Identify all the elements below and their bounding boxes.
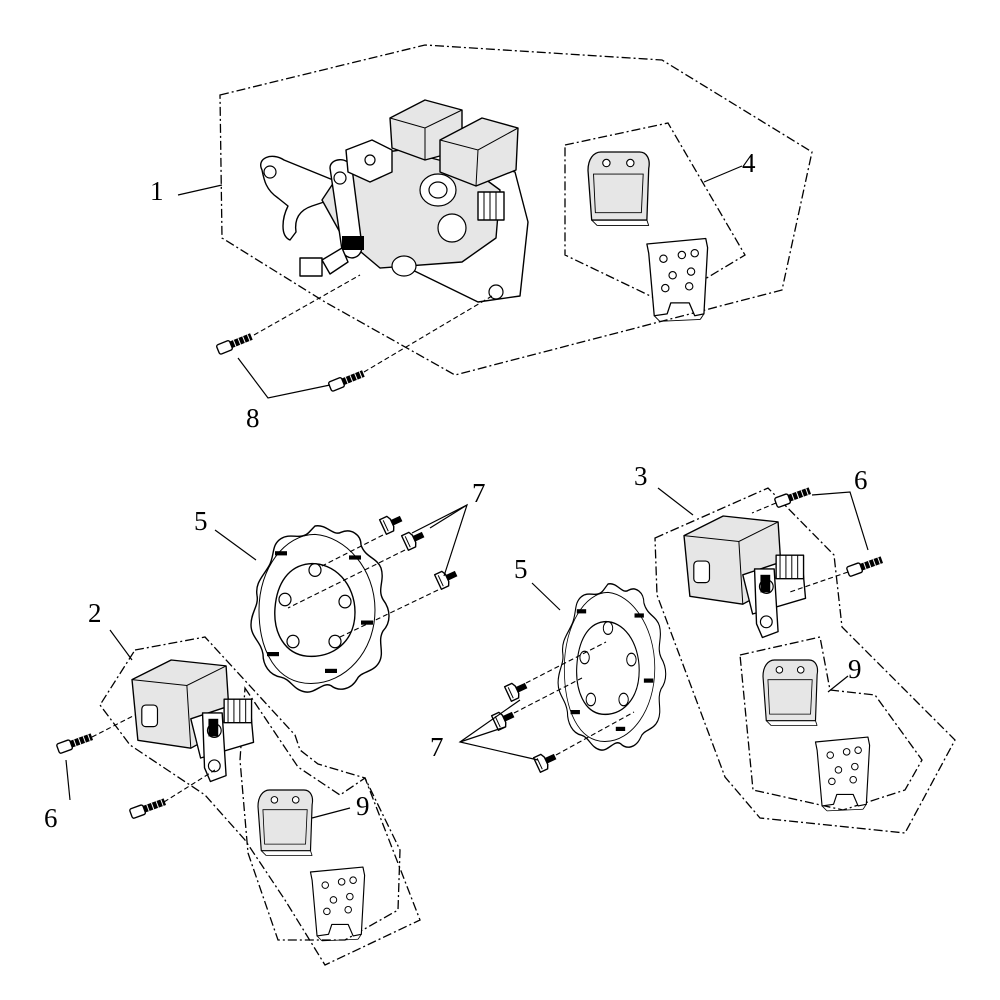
main-caliper [260,99,529,303]
group-boundary-main-caliper [219,44,813,376]
screw-7-left-guide-3 [337,589,439,639]
bolt-6-right-upper [773,485,813,509]
bolt-6-left-upper-guide [91,714,136,738]
leader-7-lower-b [459,726,506,743]
callout-6-right: 6 [854,465,868,495]
screw-7-right-guide-1 [525,641,607,684]
leader-8 [237,357,331,399]
leader-9-left [311,807,351,819]
screw-7-left-3 [433,565,461,590]
screw-7-left-guide-2 [287,549,406,609]
bolt-6-right-upper-guide [751,502,777,514]
callout-5-right: 5 [514,554,528,584]
callout-7-lower: 7 [430,732,444,762]
callout-2: 2 [88,598,102,628]
leader-3 [657,487,694,516]
bolt-6-left-lower [128,796,168,820]
brake-pads-set-9-left [257,789,366,942]
leader-6-left [65,759,71,801]
screw-7-right-guide-2 [513,677,583,714]
callout-7-upper: 7 [472,478,486,508]
group-boundary-pads-4 [564,122,746,304]
leader-9-right [827,675,849,693]
bolt-8-upper-guide [253,274,361,336]
caliper-2 [131,659,255,783]
callout-5-left: 5 [194,506,208,536]
callout-3: 3 [634,461,648,491]
callout-8: 8 [246,403,260,433]
screw-7-right-guide-3 [555,711,635,756]
leader-6-right [811,491,869,551]
leader-7-upper [411,503,469,577]
callout-1: 1 [150,176,164,206]
leader-2 [109,629,133,661]
leader-5-right [531,582,561,611]
bolt-6-left-upper [55,731,95,755]
group-boundary-pads-9-left [239,686,401,941]
brake-disc-left [250,525,390,693]
screw-7-right-1 [503,677,531,702]
bolt-8-lower [327,368,366,393]
bolt-6-left-lower-guide [163,769,216,803]
callout-9-right: 9 [848,654,862,684]
screw-7-left-guide-1 [321,534,384,567]
bolt-6-right-lower [845,554,885,578]
group-boundary-pads-9-right [739,636,923,811]
caliper-3 [683,515,807,639]
screw-7-left-2 [400,526,428,551]
callout-9-left: 9 [356,791,370,821]
leader-5-left [214,529,257,561]
screw-7-left-1 [378,510,406,535]
brake-disc-right [557,583,667,751]
screw-7-right-3 [532,748,560,773]
group-boundary-caliper-3 [654,487,956,834]
leader-4 [703,165,743,183]
bolt-8-upper [215,331,254,356]
leader-7-upper-b [429,504,468,529]
bolt-8-lower-guide [363,295,493,373]
group-boundary-caliper-2 [99,636,421,966]
callout-4: 4 [742,148,756,178]
leader-1 [177,184,223,196]
bolt-6-right-lower-guide [789,571,849,593]
brake-pads-set-4 [587,151,709,322]
callout-6-left: 6 [44,803,58,833]
